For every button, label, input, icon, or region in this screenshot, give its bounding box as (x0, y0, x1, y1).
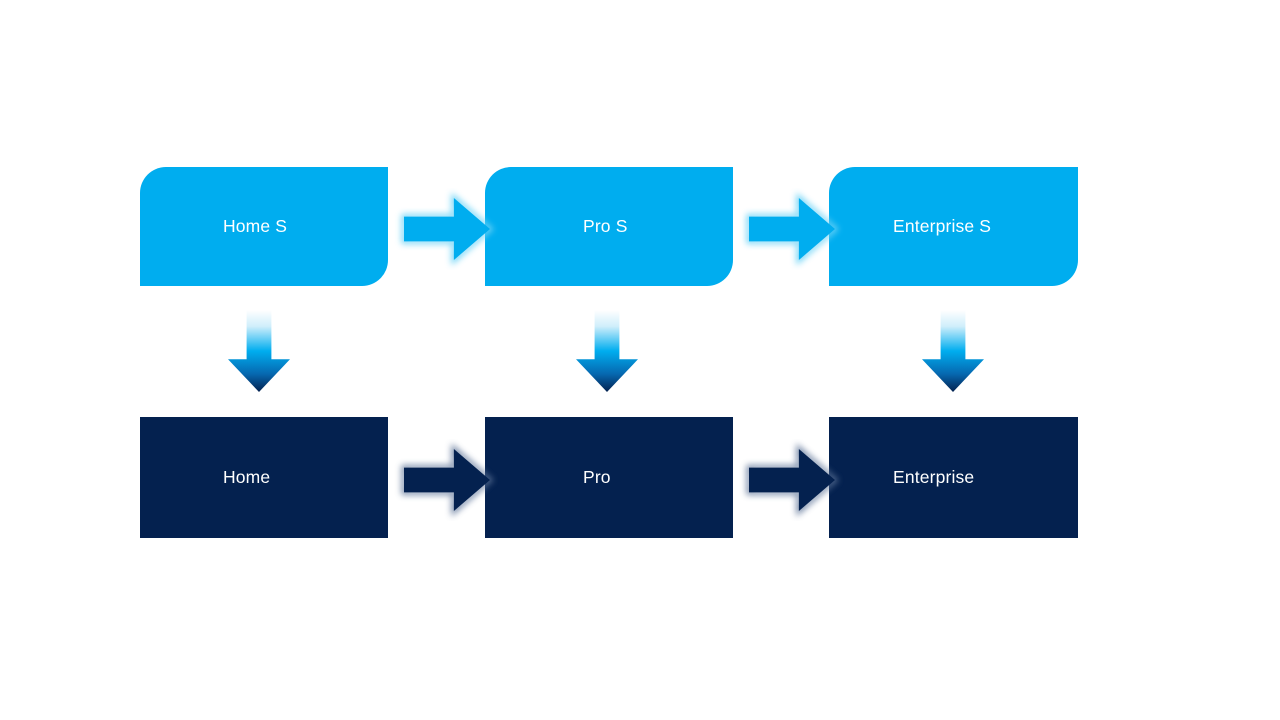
node-home[interactable]: Home (140, 417, 388, 538)
arrow-svc-pro-to-enterprise (746, 192, 855, 280)
node-pro[interactable]: Pro (485, 417, 733, 538)
arrow-base-home-to-pro (401, 443, 510, 531)
node-enterprise-s[interactable]: Enterprise S (829, 167, 1078, 286)
arrow-home-s-to-home (228, 310, 310, 412)
node-home-s[interactable]: Home S (140, 167, 388, 286)
node-label-enterprise: Enterprise (893, 467, 975, 487)
node-enterprise[interactable]: Enterprise (829, 417, 1078, 538)
node-pro-s[interactable]: Pro S (485, 167, 733, 286)
node-label-pro: Pro (583, 467, 611, 487)
arrow-svc-home-to-pro (401, 192, 510, 280)
node-label-home: Home (223, 467, 271, 487)
node-label-pro-s: Pro S (583, 216, 628, 236)
arrow-base-pro-to-enterprise (746, 443, 855, 531)
arrow-pro-s-to-pro (576, 310, 658, 412)
node-label-home-s: Home S (223, 216, 288, 236)
arrow-enterprise-s-to-enterprise (922, 310, 1004, 412)
node-label-enterprise-s: Enterprise S (893, 216, 992, 236)
